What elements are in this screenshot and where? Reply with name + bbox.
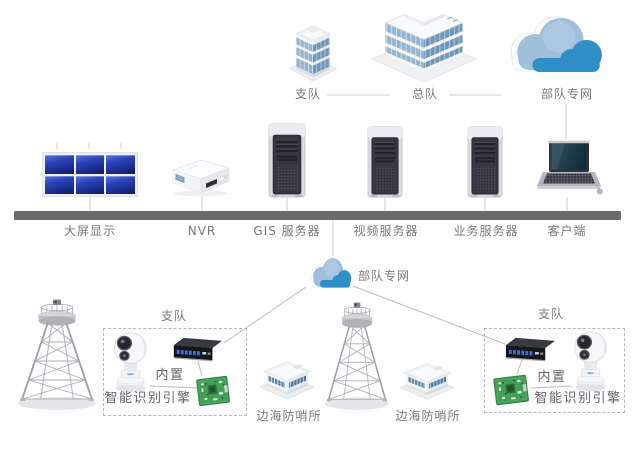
general-hq-label: 总队 — [411, 87, 438, 101]
gis-server-label: GIS 服务器 — [253, 224, 321, 238]
display-panel — [106, 155, 135, 174]
right-builtin-label: 内置 — [537, 370, 567, 385]
nvr-icon — [169, 155, 233, 197]
left-builtin-label: 内置 — [155, 368, 185, 383]
left-branch-label: 支队 — [160, 309, 187, 323]
display-panel — [75, 175, 105, 194]
branch-hq-building-icon — [288, 21, 338, 83]
left-site-dashed-box — [103, 328, 247, 416]
left-watchtower-icon — [14, 299, 100, 411]
business-server-icon — [467, 126, 503, 198]
right-outpost-label: 边海防哨所 — [395, 409, 461, 423]
display-panel — [106, 175, 135, 194]
display-wall-icon — [42, 152, 138, 197]
right-ai-board-icon — [492, 372, 530, 407]
video-server-label: 视频服务器 — [353, 224, 419, 238]
left-outpost-building-icon — [259, 356, 315, 402]
left-outpost-label: 边海防哨所 — [256, 409, 322, 423]
center-watchtower-icon — [322, 302, 392, 411]
right-outpost-building-icon — [399, 358, 455, 402]
general-hq-building-icon — [368, 2, 478, 84]
video-server-icon — [367, 126, 403, 198]
branch-hq-label: 支队 — [294, 87, 321, 101]
private-network-label: 部队专网 — [540, 87, 593, 101]
platform-bus-bar — [14, 211, 621, 220]
left-ai-board-icon — [195, 373, 231, 408]
display-wall-label: 大屏显示 — [63, 224, 116, 238]
client-laptop-icon — [535, 140, 603, 197]
business-server-label: 业务服务器 — [453, 224, 519, 238]
right-engine-label: 智能识别引擎 — [534, 391, 622, 406]
gis-server-icon — [268, 123, 306, 198]
right-branch-label: 支队 — [537, 307, 564, 321]
right-site-dashed-box — [484, 328, 625, 413]
client-label: 客户端 — [547, 224, 587, 238]
left-ptz-camera-icon — [110, 331, 151, 394]
display-panel — [75, 155, 105, 174]
field-network-cloud-icon — [308, 256, 354, 292]
left-engine-label: 智能识别引擎 — [104, 391, 192, 406]
nvr-label: NVR — [187, 224, 217, 238]
display-panel — [45, 175, 74, 194]
display-panel — [45, 155, 74, 174]
private-network-cloud-icon — [506, 14, 608, 80]
left-switch-icon — [170, 336, 224, 363]
right-switch-icon — [502, 336, 557, 363]
field-network-label: 部队专网 — [358, 269, 411, 283]
